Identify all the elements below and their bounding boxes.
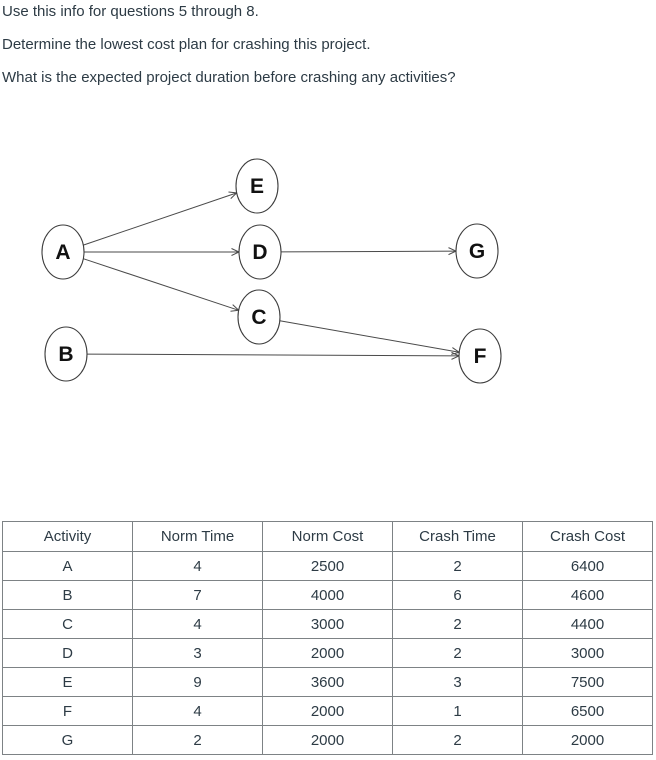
node-A: A [41,224,85,280]
edge-C-F [279,320,461,355]
node-F: F [458,328,502,384]
instruction-line-2: Determine the lowest cost plan for crash… [2,36,371,53]
column-header-norm-time: Norm Time [132,521,263,552]
edge-A-C [83,258,240,312]
node-G: G [455,223,499,279]
table-cell: D [2,638,133,668]
edge-B-F [86,351,461,360]
table-cell: 4 [132,551,263,581]
column-header-crash-cost: Crash Cost [522,521,653,552]
node-C-label: C [251,306,266,329]
instruction-line-3: What is the expected project duration be… [2,69,456,86]
table-cell: 2 [132,725,263,755]
table-cell: 6500 [522,696,653,726]
node-B-label: B [58,343,73,366]
table-cell: 2000 [262,725,393,755]
table-cell: 2500 [262,551,393,581]
column-header-crash-time: Crash Time [392,521,523,552]
instruction-line-1: Use this info for questions 5 through 8. [2,3,259,20]
table-cell: 6 [392,580,523,610]
node-A-ellipse [41,224,85,280]
table-cell: F [2,696,133,726]
table-cell: 9 [132,667,263,697]
table-cell: 2 [392,725,523,755]
table-cell: E [2,667,133,697]
table-cell: 2 [392,551,523,581]
table-cell: 3 [132,638,263,668]
table-cell: 7500 [522,667,653,697]
table-cell: 2000 [262,638,393,668]
table-cell: 6400 [522,551,653,581]
table-cell: 3000 [522,638,653,668]
table-cell: 2000 [262,696,393,726]
node-G-ellipse [455,223,499,279]
table-cell: 4600 [522,580,653,610]
table-cell: 4400 [522,609,653,639]
column-header-norm-cost: Norm Cost [262,521,393,552]
node-D-ellipse [238,224,282,280]
node-F-label: F [474,345,487,368]
table-cell: A [2,551,133,581]
node-C-ellipse [237,289,281,345]
table-cell: 2 [392,609,523,639]
table-cell: 7 [132,580,263,610]
table-cell: 2000 [522,725,653,755]
node-B: B [44,326,88,382]
table-cell: 4 [132,609,263,639]
table-cell: B [2,580,133,610]
table-cell: 4000 [262,580,393,610]
table-cell: 3 [392,667,523,697]
table-cell: 2 [392,638,523,668]
node-B-ellipse [44,326,88,382]
node-C: C [237,289,281,345]
node-D: D [238,224,282,280]
node-D-label: D [252,241,267,264]
table-cell: 3000 [262,609,393,639]
table-cell: G [2,725,133,755]
edge-D-G [280,247,458,256]
column-header-activity: Activity [2,521,133,552]
table-cell: 4 [132,696,263,726]
node-E-ellipse [235,158,279,214]
question-instructions: Use this info for questions 5 through 8.… [0,0,656,86]
table-cell: 1 [392,696,523,726]
project-network-diagram: A B C D E F G [41,158,502,384]
node-E-label: E [250,175,264,198]
node-G-label: G [469,240,485,263]
table-cell: C [2,609,133,639]
node-E: E [235,158,279,214]
node-A-label: A [55,241,70,264]
table-cell: 3600 [262,667,393,697]
edge-A-E [83,191,238,246]
node-F-ellipse [458,328,502,384]
